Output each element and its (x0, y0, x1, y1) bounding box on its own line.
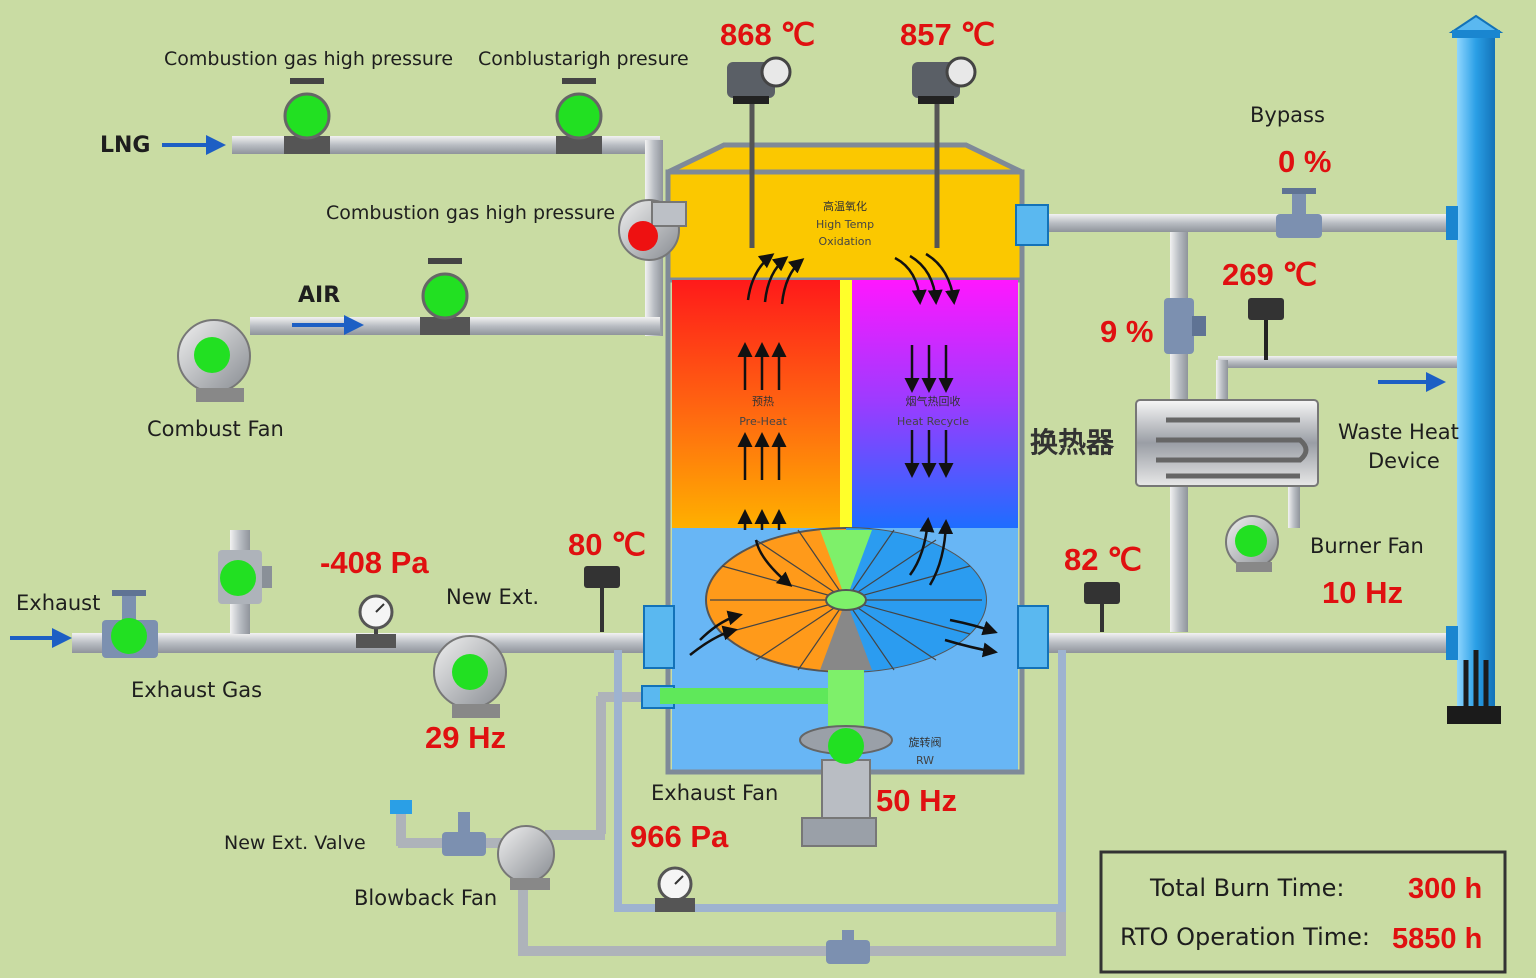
exhaust-fan-freq-value: 50 Hz (876, 783, 957, 818)
air-label: AIR (298, 283, 340, 308)
exhaust-pressure-gauge[interactable] (356, 594, 396, 648)
new-ext-fan-freq-value: 29 Hz (425, 720, 506, 755)
exhaust-fan[interactable] (801, 728, 877, 847)
exhaust-gas-label: Exhaust Gas (131, 678, 262, 702)
heat-exchanger-label: 换热器 (1030, 426, 1115, 459)
blowback-feed (598, 692, 658, 702)
exhaust-label: Exhaust (16, 591, 100, 615)
exhaust-stack (1446, 14, 1504, 724)
exhaust-valve[interactable] (102, 590, 158, 658)
exhaust-fan-pressure-value: 966 Pa (630, 819, 729, 854)
blowback-link (545, 830, 605, 840)
inlet-temp-sensor[interactable] (584, 566, 620, 632)
oxidation-cn-label: 高温氧化 (823, 199, 867, 213)
return-pipe-1 (614, 650, 622, 910)
gas-high-pressure-label-1: Combustion gas high pressure (164, 48, 453, 70)
bypass-valve[interactable] (1276, 188, 1322, 238)
bottom-loop-valve[interactable] (826, 930, 870, 964)
rto-vessel: 高温氧化 High Temp Oxidation 预热 Pre-Heat 烟气热… (641, 142, 1049, 775)
rto-operation-label: RTO Operation Time: (1120, 923, 1370, 951)
new-ext-label: New Ext. (446, 585, 539, 609)
preheat-en-label: Pre-Heat (739, 415, 787, 428)
oxidation-en-label-1: High Temp (816, 218, 874, 231)
thermocouple-right[interactable] (912, 56, 977, 248)
gas-valve-1[interactable] (283, 78, 331, 154)
rto-operation-value: 5850 h (1392, 923, 1482, 955)
thermocouple-left[interactable] (727, 56, 792, 248)
air-valve[interactable] (420, 258, 470, 335)
combust-fan-label: Combust Fan (147, 417, 284, 441)
outlet-pipe (1045, 633, 1450, 653)
combust-fan[interactable] (177, 319, 251, 402)
burner-fan-pipe (1288, 480, 1300, 528)
new-ext-valve-label: New Ext. Valve (224, 832, 366, 854)
burner-fan[interactable] (1225, 515, 1279, 572)
bypass-label: Bypass (1250, 103, 1325, 127)
rotary-en-label: RW (916, 754, 934, 767)
lng-pipe (232, 136, 660, 154)
preheat-cn-label: 预热 (752, 395, 774, 408)
exchanger-temp-value: 269 ℃ (1222, 257, 1317, 292)
new-ext-valve[interactable] (390, 800, 486, 856)
burner-fan-freq-value: 10 Hz (1322, 575, 1403, 610)
inlet-temp-value: 80 ℃ (568, 527, 646, 562)
flow-arrows (10, 135, 1446, 648)
bottom-loop-1 (518, 878, 528, 954)
new-ext-damper[interactable] (218, 550, 272, 604)
bypass-branch-open-value: 9 % (1100, 314, 1153, 349)
waste-heat-riser (1216, 360, 1228, 404)
exhaust-fan-label: Exhaust Fan (651, 781, 778, 805)
gas-pressure-switch[interactable] (618, 199, 687, 261)
gas-high-pressure-label-2: Conblustarigh presure (478, 48, 689, 70)
recycle-cn-label: 烟气热回收 (906, 394, 961, 408)
recycle-en-label: Heat Recycle (897, 415, 969, 428)
new-ext-valve-stub (396, 810, 406, 846)
burner-fan-label: Burner Fan (1310, 534, 1424, 558)
waste-heat-pipe (1218, 356, 1458, 368)
outlet-temp-sensor[interactable] (1084, 582, 1120, 632)
waste-heat-device-label-1: Waste Heat (1338, 420, 1459, 444)
total-burn-value: 300 h (1408, 873, 1482, 905)
outlet-temp-value: 82 ℃ (1064, 542, 1142, 577)
summary-box: Total Burn Time: 300 h RTO Operation Tim… (1099, 850, 1507, 974)
rotary-cn-label: 旋转阀 (909, 735, 942, 749)
exhaust-pressure-value: -408 Pa (320, 545, 429, 580)
exchanger-temp-sensor[interactable] (1248, 298, 1284, 360)
heat-exchanger[interactable] (1135, 399, 1319, 487)
bottom-loop-2 (518, 946, 1066, 956)
gas-high-pressure-label-3: Combustion gas high pressure (326, 202, 615, 224)
total-burn-label: Total Burn Time: (1149, 874, 1344, 902)
new-ext-fan[interactable] (433, 635, 507, 718)
bottom-loop-3 (1056, 912, 1066, 954)
bypass-branch-valve[interactable] (1164, 298, 1206, 354)
oxidation-en-label-2: Oxidation (818, 235, 871, 248)
return-pipe-3 (1058, 650, 1066, 912)
blowback-fan[interactable] (497, 825, 555, 890)
gas-valve-2[interactable] (555, 78, 603, 154)
waste-heat-device-label-2: Device (1368, 449, 1440, 473)
temp-top-right-value: 857 ℃ (900, 17, 995, 52)
blowback-riser (596, 696, 606, 834)
bypass-open-value: 0 % (1278, 144, 1331, 179)
blowback-fan-label: Blowback Fan (354, 886, 497, 910)
bypass-pipe (1045, 214, 1450, 232)
return-pipe-2 (614, 904, 1064, 912)
lng-label: LNG (100, 133, 151, 158)
temp-top-left-value: 868 ℃ (720, 17, 815, 52)
fan-pressure-gauge[interactable] (655, 866, 695, 912)
